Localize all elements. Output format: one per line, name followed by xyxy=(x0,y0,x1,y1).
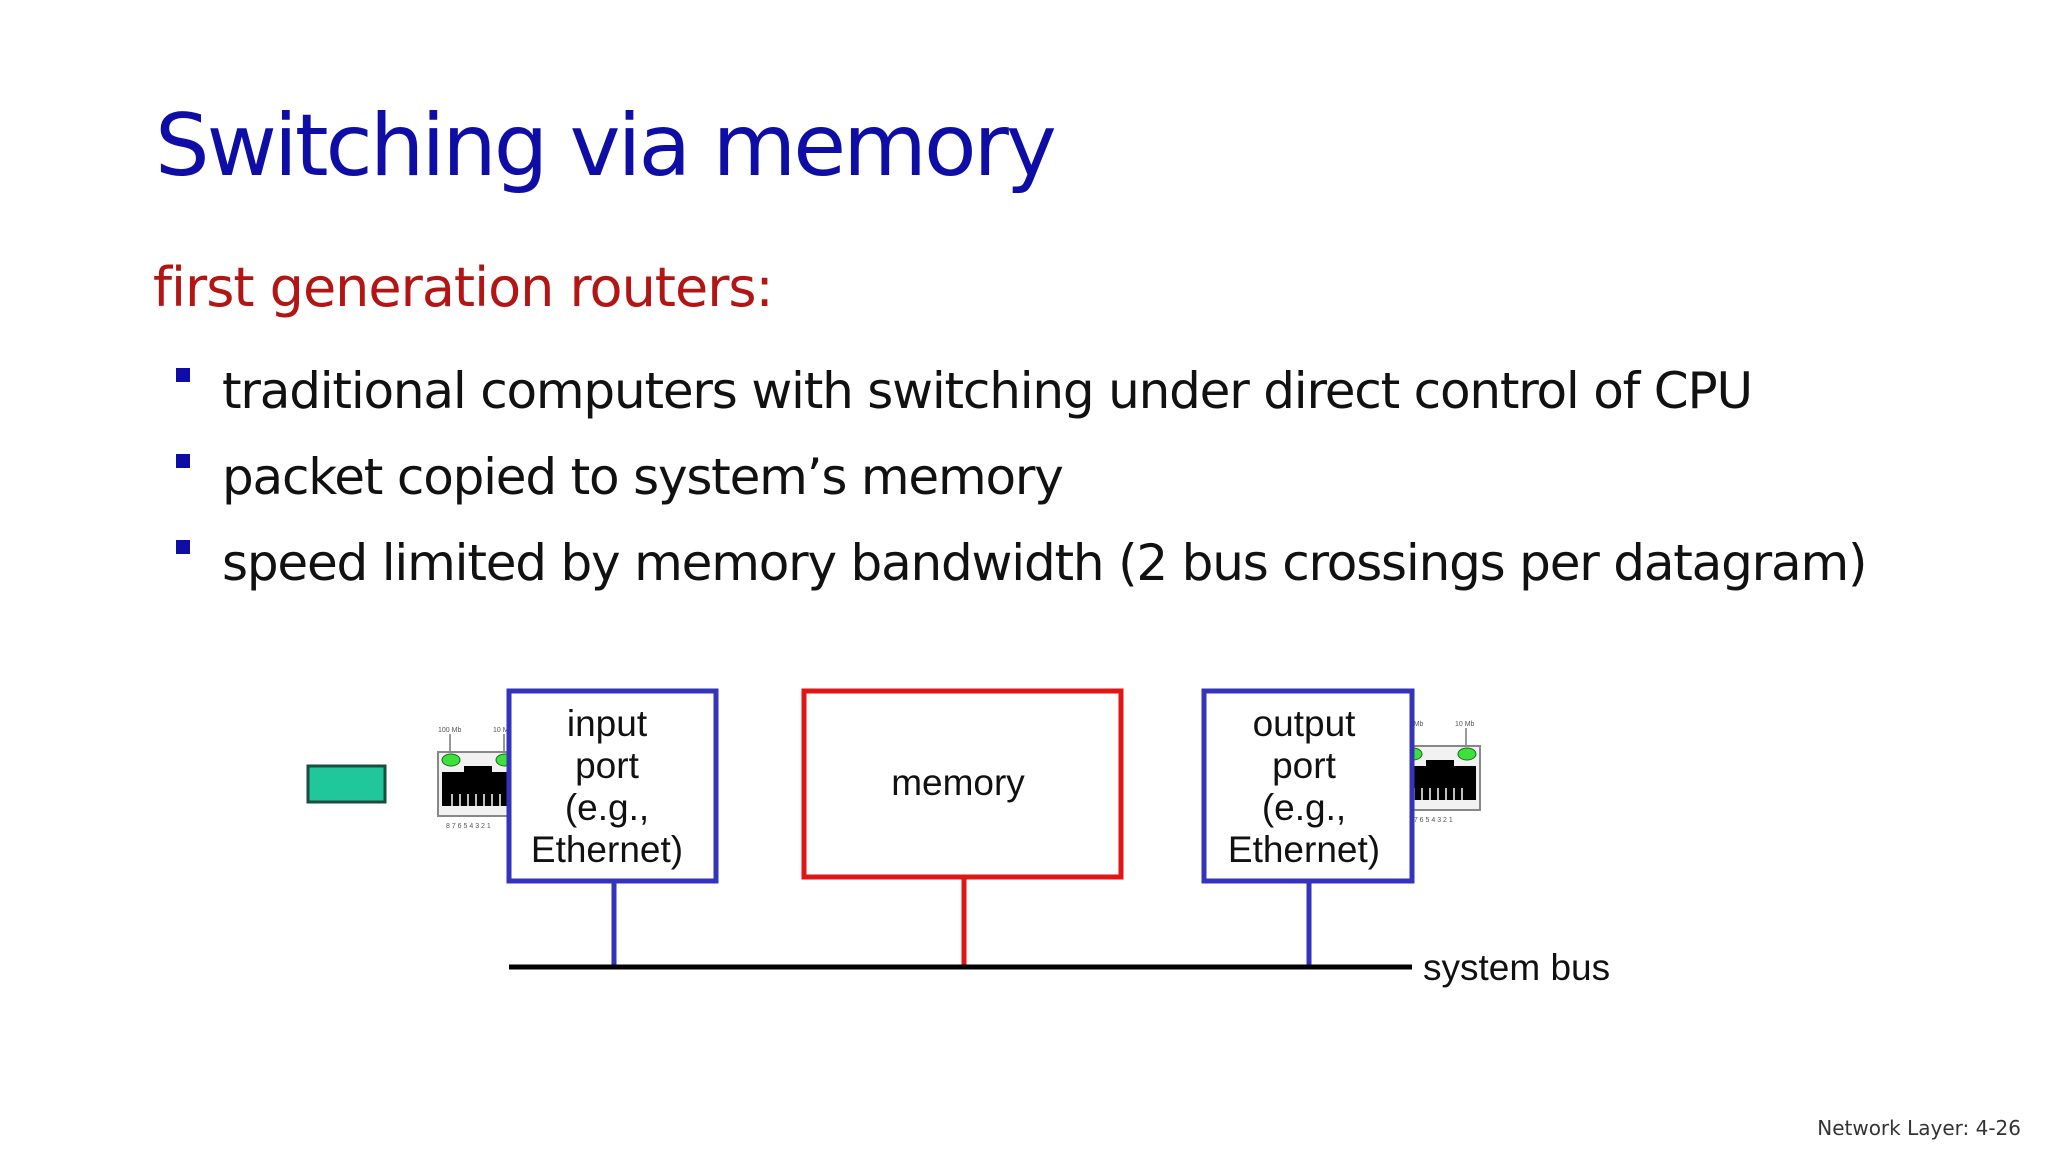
slide-footer: Network Layer: 4-26 xyxy=(1817,1116,2021,1140)
system-bus-label: system bus xyxy=(1423,947,1610,988)
input-port-label-line: port xyxy=(575,745,639,786)
output-port-label-line: (e.g., xyxy=(1262,787,1346,828)
output-port-label-line: port xyxy=(1272,745,1336,786)
input-port-label-line: input xyxy=(567,703,648,744)
jack-pin-numbers: 8 7 6 5 4 3 2 1 xyxy=(1408,817,1453,824)
bullet-text: traditional computers with switching und… xyxy=(222,362,1753,420)
input-port-box xyxy=(506,688,719,884)
input-port-label-line: Ethernet) xyxy=(531,829,683,870)
output-port-label-line: output xyxy=(1253,703,1357,744)
jack-led-label: 10 Mb xyxy=(1455,721,1475,728)
slide-subtitle: first generation routers: xyxy=(153,256,774,319)
bullet-text: speed limited by memory bandwidth (2 bus… xyxy=(222,534,1867,592)
bullet-item: traditional computers with switching und… xyxy=(176,350,1866,436)
led-icon xyxy=(1457,747,1477,761)
square-bullet-icon xyxy=(176,368,190,382)
packet-icon xyxy=(306,764,387,804)
input-port-label-line: (e.g., xyxy=(565,787,649,828)
bullet-item: packet copied to system’s memory xyxy=(176,436,1866,522)
jack-pin-numbers: 8 7 6 5 4 3 2 1 xyxy=(446,823,491,830)
memory-box xyxy=(801,688,1124,880)
bullet-item: speed limited by memory bandwidth (2 bus… xyxy=(176,522,1867,608)
led-icon xyxy=(441,753,461,767)
memory-label: memory xyxy=(891,762,1025,803)
output-port-label-line: Ethernet) xyxy=(1228,829,1380,870)
bullet-list: traditional computers with switching und… xyxy=(176,350,1867,608)
square-bullet-icon xyxy=(176,540,190,554)
output-port-label: output port (e.g., Ethernet) xyxy=(1228,703,1380,870)
jack-led-label: 100 Mb xyxy=(438,727,461,734)
square-bullet-icon xyxy=(176,454,190,468)
input-port-label: input port (e.g., Ethernet) xyxy=(531,703,683,870)
ethernet-jack-icon: 100 Mb 10 Mb 8 7 6 5 4 3 2 1 xyxy=(437,727,519,830)
slide-title: Switching via memory xyxy=(155,96,1057,196)
jack-led-label: 10 Mb xyxy=(493,727,513,734)
bullet-text: packet copied to system’s memory xyxy=(222,448,1064,506)
